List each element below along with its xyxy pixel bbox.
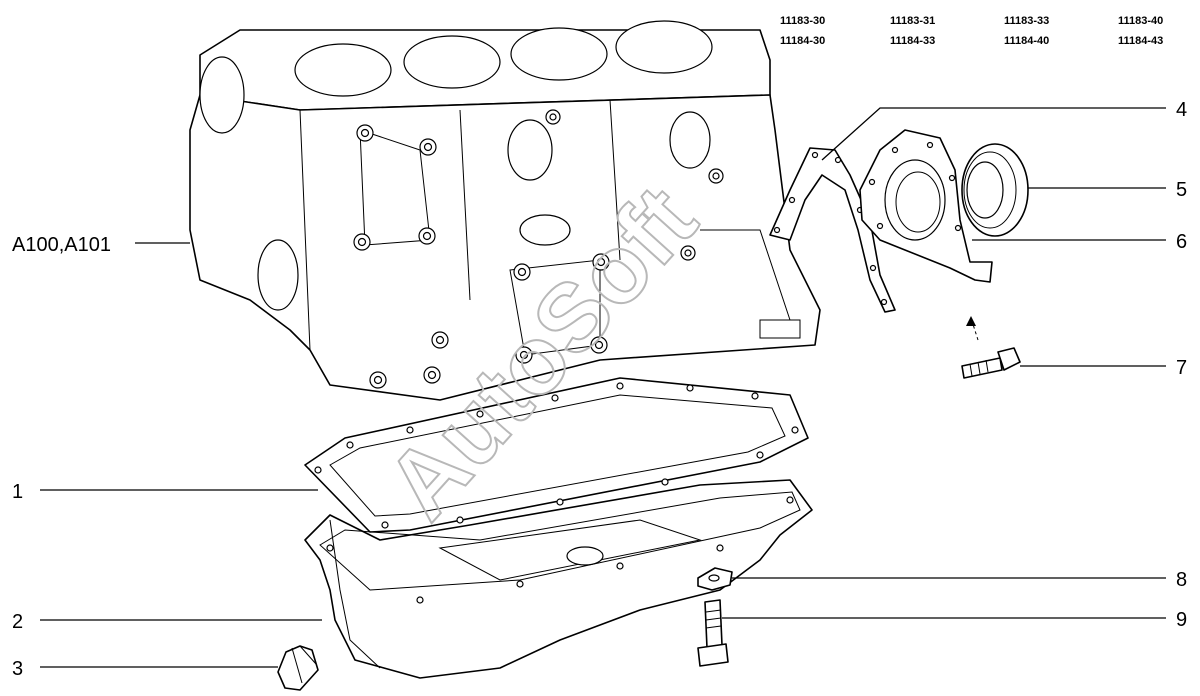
callout-4: 4 xyxy=(1176,99,1187,121)
model-code: 11183-40 xyxy=(1118,15,1163,27)
drain-plug-drawing xyxy=(277,645,319,691)
callout-8: 8 xyxy=(1176,569,1187,591)
model-code: 11184-33 xyxy=(890,35,935,47)
callout-9: 9 xyxy=(1176,609,1187,631)
callout-labels: A100,A101 1 2 3 4 5 6 7 8 9 xyxy=(12,99,1187,680)
oil-seal-drawing xyxy=(961,143,1029,237)
model-code: 11184-43 xyxy=(1118,35,1163,47)
model-code: 11183-31 xyxy=(890,15,935,27)
model-code: 11183-33 xyxy=(1004,15,1049,27)
model-code: 11184-40 xyxy=(1004,35,1049,47)
callout-5: 5 xyxy=(1176,179,1187,201)
screw-drawing xyxy=(697,599,729,667)
callout-1: 1 xyxy=(12,481,23,503)
callout-3: 3 xyxy=(12,658,23,680)
callout-2: 2 xyxy=(12,611,23,633)
callout-6: 6 xyxy=(1176,231,1187,253)
rear-cover-gasket-drawing xyxy=(769,147,896,313)
model-code: 11184-30 xyxy=(780,35,825,47)
leader-lines xyxy=(40,107,1166,668)
bolt-drawing xyxy=(961,316,1021,379)
model-code-header: 11183-30 11184-30 11183-31 11184-33 1118… xyxy=(780,15,1163,47)
oil-pan-drawing xyxy=(304,479,813,679)
model-code: 11183-30 xyxy=(780,15,825,27)
oil-pan-gasket-drawing xyxy=(304,377,809,533)
callout-block: A100,A101 xyxy=(12,234,111,256)
seal-holder-drawing xyxy=(859,129,993,283)
washer-drawing xyxy=(697,567,733,591)
gasket-holes xyxy=(314,382,799,529)
callout-7: 7 xyxy=(1176,357,1187,379)
engine-block-drawing xyxy=(189,20,821,401)
